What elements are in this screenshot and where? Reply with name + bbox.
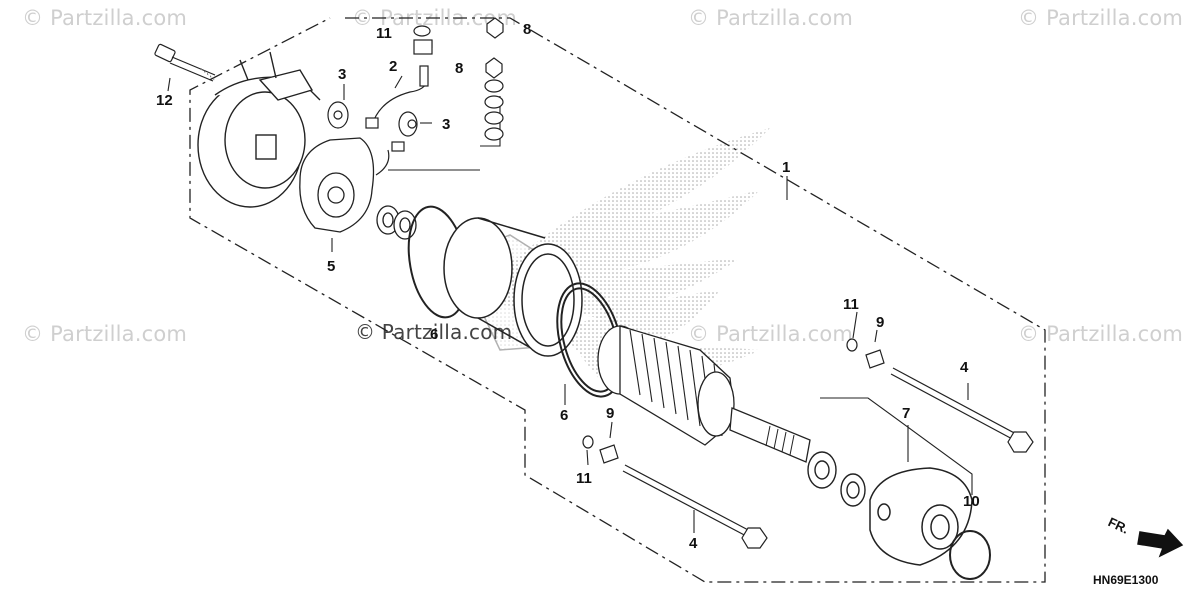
brush-plate-part-5 (299, 137, 375, 233)
diagram-code: HN69E1300 (1093, 573, 1159, 587)
callout-12: 12 (156, 92, 173, 109)
through-bolt-part-4-upper (890, 367, 1034, 453)
washer-right (846, 338, 885, 369)
callout-10: 10 (963, 493, 980, 510)
watermark-text: © Partzilla.com (22, 6, 188, 30)
callout-3: 3 (442, 116, 451, 133)
assembly-outline (189, 17, 1046, 583)
watermark-text-center: © Partzilla.com (355, 320, 513, 344)
callout-1: 1 (782, 159, 791, 176)
armature (597, 325, 811, 463)
washer-bottom-left (582, 435, 619, 464)
callout-4: 4 (689, 535, 698, 552)
callout-7: 7 (902, 405, 911, 422)
callout-8: 8 (455, 60, 464, 77)
screw-part-12 (154, 43, 216, 82)
front-cover-part-7 (869, 467, 973, 566)
arrow-right-icon (1137, 528, 1184, 558)
yoke-motor-case (443, 217, 583, 357)
watermark-text: © Partzilla.com (688, 322, 854, 346)
nut-stack (413, 17, 504, 141)
callout-11: 11 (843, 296, 859, 313)
through-bolt-part-4-lower (622, 464, 768, 549)
callout-2: 2 (389, 58, 398, 75)
callout-8: 8 (523, 21, 532, 38)
rear-cover-housing (197, 51, 321, 208)
callout-6: 6 (430, 326, 439, 343)
callout-5: 5 (327, 258, 336, 275)
leader-lines (167, 40, 973, 533)
watermark-text: © Partzilla.com (22, 322, 188, 346)
callout-11: 11 (576, 470, 592, 487)
callout-3: 3 (338, 66, 347, 83)
callout-4: 4 (960, 359, 969, 376)
callout-6: 6 (560, 407, 569, 424)
bearing-set (807, 451, 866, 507)
brush-part-2 (365, 65, 429, 176)
callout-9: 9 (606, 405, 615, 422)
callout-9: 9 (876, 314, 885, 331)
o-ring-part-10 (949, 530, 991, 580)
washer-pair (376, 205, 417, 240)
watermark-text: © Partzilla.com (1018, 6, 1184, 30)
brush-spring-part-3 (327, 101, 418, 137)
watermark-text: © Partzilla.com (688, 6, 854, 30)
callout-11: 11 (376, 25, 392, 42)
